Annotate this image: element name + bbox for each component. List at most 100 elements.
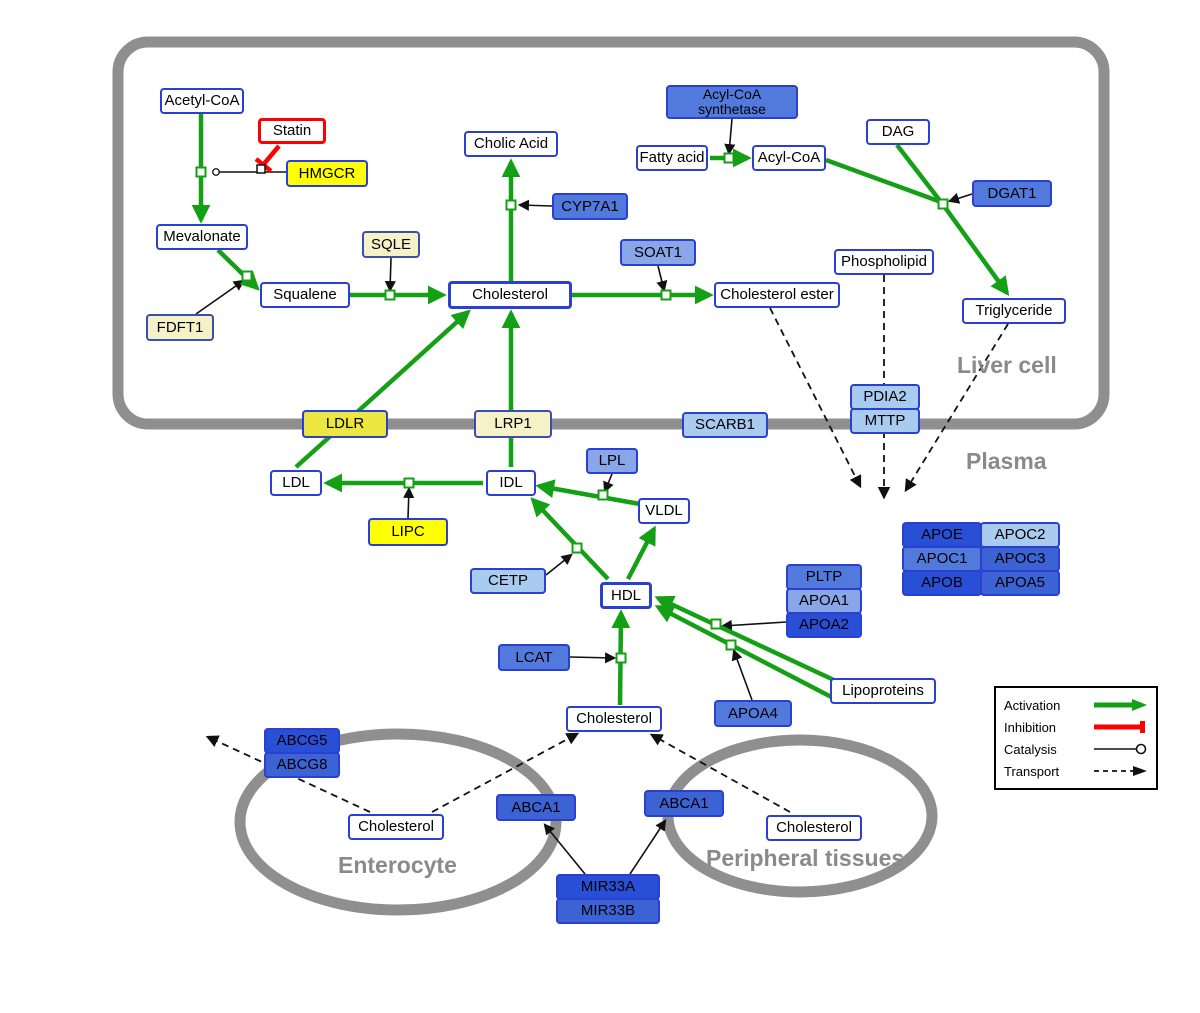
node-apoe[interactable]: APOE <box>902 522 982 548</box>
node-lrp1[interactable]: LRP1 <box>474 410 552 438</box>
node-abcg8[interactable]: ABCG8 <box>264 752 340 778</box>
inhibition-tbar-icon <box>1094 721 1145 733</box>
enterocyte-label: Enterocyte <box>338 852 457 878</box>
node-hmgcr[interactable]: HMGCR <box>286 160 368 187</box>
node-mir33a[interactable]: MIR33A <box>556 874 660 900</box>
enterocyte-membrane <box>234 728 562 916</box>
legend-transport: Transport <box>1004 760 1148 782</box>
node-apoa1[interactable]: APOA1 <box>786 588 862 614</box>
node-mttp[interactable]: MTTP <box>850 408 920 434</box>
node-dgat1[interactable]: DGAT1 <box>972 180 1052 207</box>
node-cholic-acid[interactable]: Cholic Acid <box>464 131 558 157</box>
activation-arrow-icon <box>1094 699 1147 711</box>
edge-lpl-catalysis <box>603 473 614 494</box>
legend-catalysis: Catalysis <box>1004 738 1148 760</box>
edge-apoa4-catalysis <box>731 648 753 701</box>
edge-vldl-idl <box>535 479 641 507</box>
edge-enterocyte-cholesterol-hdl <box>431 732 580 813</box>
node-lipc[interactable]: LIPC <box>368 518 448 546</box>
node-acyl-coa[interactable]: Acyl-CoA <box>752 145 826 171</box>
edge-hdl-idl-cetp <box>530 497 610 581</box>
node-ldlr[interactable]: LDLR <box>302 410 388 438</box>
node-apoa2[interactable]: APOA2 <box>786 612 862 638</box>
legend: Activation Inhibition Catalysis Transpor… <box>994 686 1158 790</box>
edge-lcat-catalysis <box>569 652 617 664</box>
node-apoa5[interactable]: APOA5 <box>980 570 1060 596</box>
node-apob[interactable]: APOB <box>902 570 982 596</box>
edge-junction-triglyceride <box>942 204 1010 297</box>
peripheral-tissues-label: Peripheral tissues <box>706 845 905 871</box>
edge-dag-dgat-junction <box>895 143 943 204</box>
node-scarb1[interactable]: SCARB1 <box>682 412 768 438</box>
edge-mir33-abca1-center <box>543 823 586 875</box>
edge-cholesterolester-plasma <box>769 307 862 489</box>
legend-transport-label: Transport <box>1004 763 1060 779</box>
node-sqle[interactable]: SQLE <box>362 231 420 258</box>
node-apoc2[interactable]: APOC2 <box>980 522 1060 548</box>
catalysis-circle-icon <box>1094 743 1147 755</box>
edge-lipoproteins-hdl-upper <box>654 595 837 684</box>
node-apoc3[interactable]: APOC3 <box>980 546 1060 572</box>
edge-lipc-catalysis <box>403 486 415 519</box>
edge-cyp7a1-catalysis <box>517 199 553 211</box>
node-lipoproteins[interactable]: Lipoproteins <box>830 678 936 704</box>
node-cholesterol-plasma[interactable]: Cholesterol <box>566 706 662 732</box>
node-fatty-acid[interactable]: Fatty acid <box>636 145 708 171</box>
catalysis-edges <box>195 118 973 875</box>
legend-activation-label: Activation <box>1004 697 1061 713</box>
node-cholesterol-liver[interactable]: Cholesterol <box>448 281 572 309</box>
node-squalene[interactable]: Squalene <box>260 282 350 308</box>
node-abca1-center[interactable]: ABCA1 <box>496 794 576 821</box>
node-acyl-coa-synthetase[interactable]: Acyl-CoA synthetase <box>666 85 798 119</box>
edge-ldl-ldlr-cholesterol <box>294 309 471 469</box>
node-ldl[interactable]: LDL <box>270 470 322 496</box>
compartments <box>112 36 1110 916</box>
node-fdft1[interactable]: FDFT1 <box>146 314 214 341</box>
edge-lipoproteins-hdl-lower <box>654 605 843 704</box>
edge-mevalonate-squalene <box>216 248 260 291</box>
edge-statin-inhibition <box>261 144 281 167</box>
edge-mir33-abca1-right <box>629 819 667 875</box>
node-lcat[interactable]: LCAT <box>498 644 570 671</box>
node-lpl[interactable]: LPL <box>586 448 638 474</box>
node-cholesterol-enterocyte[interactable]: Cholesterol <box>348 814 444 840</box>
node-mir33b[interactable]: MIR33B <box>556 898 660 924</box>
node-abcg5[interactable]: ABCG5 <box>264 728 340 754</box>
node-pltp[interactable]: PLTP <box>786 564 862 590</box>
liver-cell-label: Liver cell <box>957 352 1057 378</box>
node-mevalonate[interactable]: Mevalonate <box>156 224 248 250</box>
node-hdl[interactable]: HDL <box>600 582 652 609</box>
edge-peripheral-cholesterol-hdl <box>649 733 791 813</box>
edge-fdft1-catalysis <box>195 279 245 315</box>
node-idl[interactable]: IDL <box>486 470 536 496</box>
edge-acylcoasynthetase-catalysis <box>724 118 736 156</box>
transport-dashed-arrow-icon <box>1094 766 1147 776</box>
legend-catalysis-label: Catalysis <box>1004 741 1057 757</box>
node-dag[interactable]: DAG <box>866 119 930 145</box>
node-cyp7a1[interactable]: CYP7A1 <box>552 193 628 220</box>
node-cholesterol-peripheral[interactable]: Cholesterol <box>766 815 862 841</box>
node-soat1[interactable]: SOAT1 <box>620 239 696 266</box>
node-abca1-right[interactable]: ABCA1 <box>644 790 724 817</box>
edge-sqle-catalysis <box>384 257 396 293</box>
node-cholesterol-ester[interactable]: Cholesterol ester <box>714 282 840 308</box>
legend-inhibition: Inhibition <box>1004 716 1148 738</box>
edge-triglyceride-plasma <box>904 323 1009 493</box>
node-statin[interactable]: Statin <box>258 118 326 144</box>
node-acetyl-coa[interactable]: Acetyl-CoA <box>160 88 244 114</box>
plasma-label: Plasma <box>966 448 1047 474</box>
node-vldl[interactable]: VLDL <box>638 498 690 524</box>
edge-hdl-vldl <box>626 525 656 581</box>
liver-cell-membrane <box>112 36 1110 430</box>
reaction-nodes <box>195 152 949 664</box>
edge-apoa-stack-catalysis <box>720 619 787 632</box>
node-cetp[interactable]: CETP <box>470 568 546 594</box>
node-pdia2[interactable]: PDIA2 <box>850 384 920 410</box>
node-apoa4[interactable]: APOA4 <box>714 700 792 727</box>
node-triglyceride[interactable]: Triglyceride <box>962 298 1066 324</box>
node-apoc1[interactable]: APOC1 <box>902 546 982 572</box>
node-phospholipid[interactable]: Phospholipid <box>834 249 934 275</box>
edge-cetp-catalysis <box>545 553 573 576</box>
